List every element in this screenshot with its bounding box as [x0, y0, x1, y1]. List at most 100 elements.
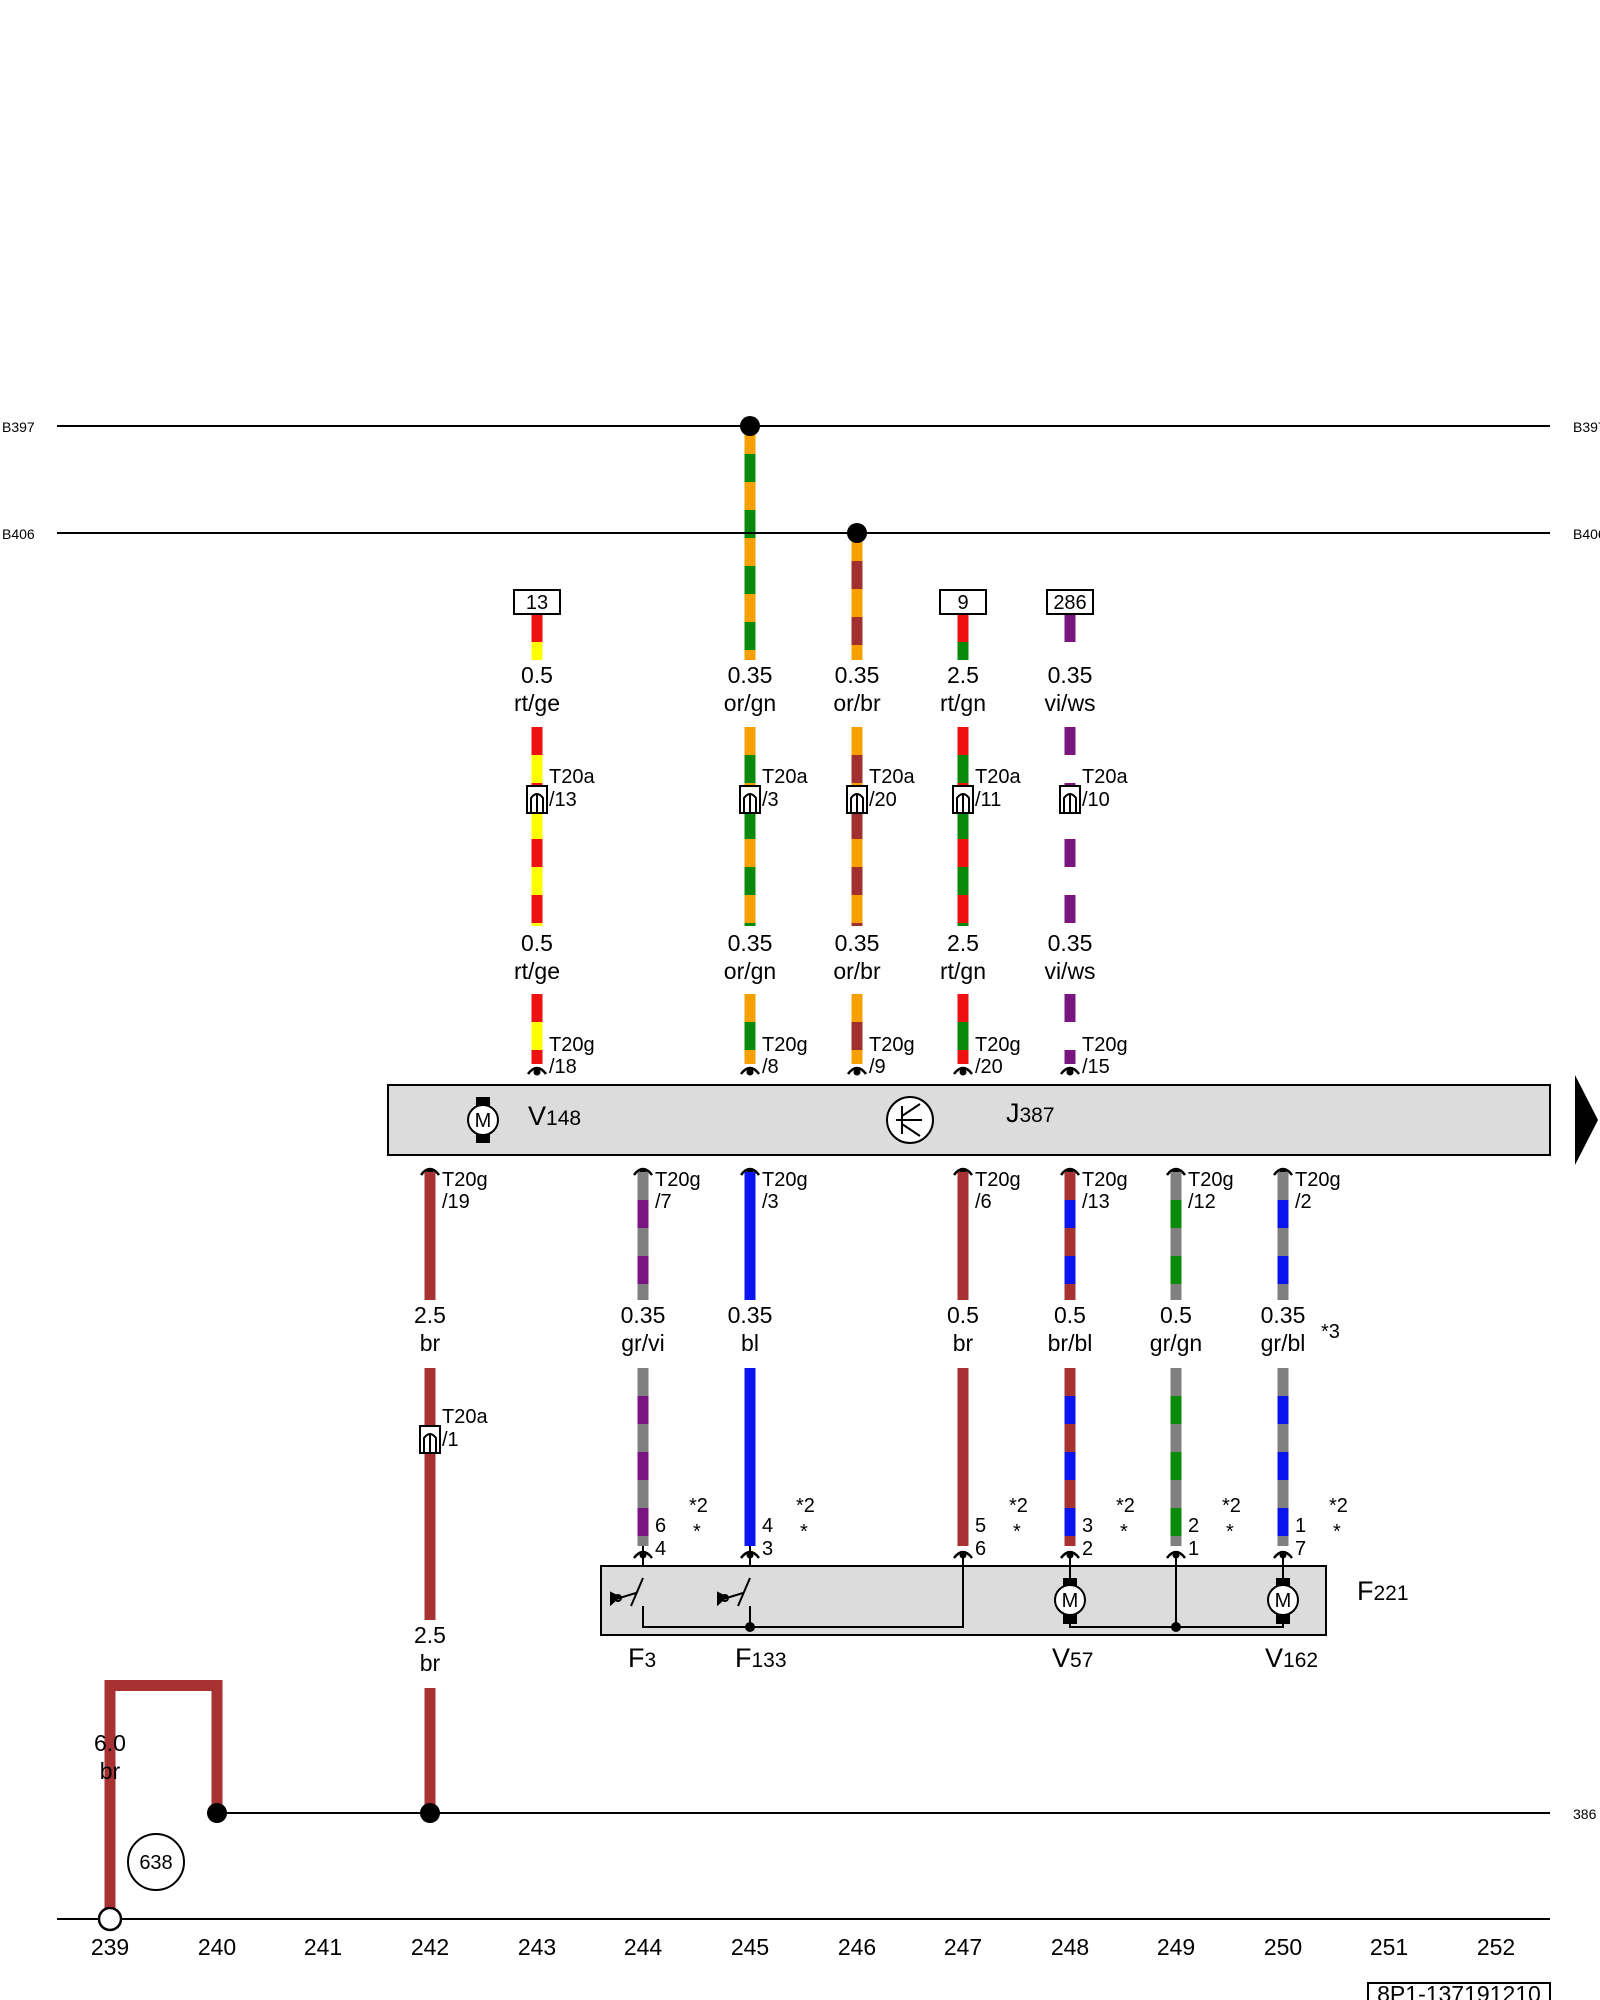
connector-pin-label: 5: [975, 1515, 986, 1537]
wire-color-label: bl: [741, 1330, 759, 1356]
wire-segment: [1064, 923, 1076, 926]
wire-segment: [1170, 1228, 1182, 1256]
connector-label: T20g: [1082, 1034, 1128, 1056]
connector-label: T20a: [869, 766, 915, 788]
wire-gauge-label: 0.5: [1160, 1302, 1192, 1328]
ground-terminal: [97, 1906, 123, 1932]
column-number: 243: [518, 1934, 556, 1960]
connector-label: T20g: [442, 1169, 488, 1191]
wire-segment: [531, 727, 543, 755]
column-number: 245: [731, 1934, 769, 1960]
wire-segment: [957, 614, 969, 642]
bus-label-b406-right: B406: [1573, 526, 1600, 542]
footnote-marker: *2: [689, 1495, 708, 1517]
wire-gauge-label: 0.35: [1261, 1302, 1306, 1328]
wire-segment: [744, 1200, 756, 1228]
wire-gauge-label: 0.5: [521, 930, 553, 956]
wire-segment: [744, 755, 756, 783]
wire-segment: [1277, 1508, 1289, 1536]
footnote-marker: *: [1226, 1521, 1234, 1543]
wire-segment: [744, 650, 756, 660]
wire-segment: [1170, 1424, 1182, 1452]
footnote-marker: *2: [796, 1495, 815, 1517]
connector-pin-label: /10: [1082, 789, 1110, 811]
wire-segment: [1277, 1480, 1289, 1508]
wire-segment: [1277, 1536, 1289, 1546]
column-number: 240: [198, 1934, 236, 1960]
wire-gauge-label: 0.5: [521, 662, 553, 688]
connector-pin-label: /18: [549, 1056, 577, 1078]
connector-pin-label: /3: [762, 789, 779, 811]
column-number: 250: [1264, 1934, 1302, 1960]
wire-segment: [851, 923, 863, 926]
wire-segment: [744, 594, 756, 622]
wire-segment: [531, 1022, 543, 1050]
control-unit-j387-box: [387, 1084, 1551, 1156]
wire-segment: [1064, 895, 1076, 923]
wire-gauge-label: 2.5: [414, 1622, 446, 1648]
column-number: 241: [304, 1934, 342, 1960]
wire-segment: [424, 1452, 436, 1480]
wire-segment: [744, 1172, 756, 1200]
wire-segment: [744, 811, 756, 839]
component-label-v162: V162: [1265, 1643, 1318, 1673]
wire-segment: [1064, 1536, 1076, 1546]
connector-pin-label: 4: [655, 1538, 666, 1560]
wire-segment: [1064, 1256, 1076, 1284]
wire-color-label: br: [420, 1650, 441, 1676]
svg-text:M: M: [1062, 1590, 1079, 1612]
wire-segment: [957, 1200, 969, 1228]
connector-pin-label: 2: [1082, 1538, 1093, 1560]
connector-label: T20g: [549, 1034, 595, 1056]
wire-color-label: or/br: [833, 958, 881, 984]
wire-color-label: br/bl: [1048, 1330, 1093, 1356]
wire-segment: [744, 1022, 756, 1050]
bus-label-b397-left: B397: [2, 419, 35, 435]
wire-segment: [637, 1200, 649, 1228]
document-id-box: [1367, 1982, 1551, 2000]
wire-segment: [531, 923, 543, 926]
wire-segment: [851, 895, 863, 923]
wire-segment: [637, 1424, 649, 1452]
wire-segment: [1064, 1172, 1076, 1200]
footnote-marker: *: [1013, 1521, 1021, 1543]
connector-pin-label: 2: [1188, 1515, 1199, 1537]
wire-segment: [531, 895, 543, 923]
reference-box-13: [513, 589, 561, 615]
wire-segment: [744, 1424, 756, 1452]
wire-segment: [637, 1452, 649, 1480]
wire-segment: [1170, 1368, 1182, 1396]
wire-segment: [1170, 1536, 1182, 1546]
connector-label: T20g: [1295, 1169, 1341, 1191]
column-number: 247: [944, 1934, 982, 1960]
wire-segment: [637, 1480, 649, 1508]
connector-pin-label: /2: [1295, 1191, 1312, 1213]
wire-segment: [957, 1022, 969, 1050]
wire-segment: [744, 1228, 756, 1256]
reference-box-label: 9: [957, 592, 968, 614]
connector-pin-label: 6: [975, 1538, 986, 1560]
column-number: 249: [1157, 1934, 1195, 1960]
connector-pin: [959, 1068, 967, 1076]
column-number: 242: [411, 1934, 449, 1960]
motor-icon: M: [1267, 1558, 1299, 1624]
wire-segment: [531, 867, 543, 895]
wire-segment: [1064, 642, 1076, 660]
wire-color-label: gr/bl: [1261, 1330, 1306, 1356]
wire-segment: [1170, 1200, 1182, 1228]
wire-segment: [637, 1228, 649, 1256]
wire-segment: [424, 1508, 436, 1536]
connector-symbol: [527, 1066, 547, 1075]
wire-segment: [851, 1050, 863, 1064]
footnote-marker: *: [800, 1521, 808, 1543]
wire-segment: [424, 1592, 436, 1620]
column-number: 251: [1370, 1934, 1408, 1960]
footnote-marker: *2: [1116, 1495, 1135, 1517]
footnote-marker: *: [693, 1521, 701, 1543]
wire-segment: [1064, 1022, 1076, 1050]
wire-segment: [104, 1680, 116, 1745]
wire-segment: [1170, 1508, 1182, 1536]
wire-segment: [957, 1256, 969, 1284]
wire-segment: [637, 1284, 649, 1300]
wire-segment: [424, 1564, 436, 1592]
